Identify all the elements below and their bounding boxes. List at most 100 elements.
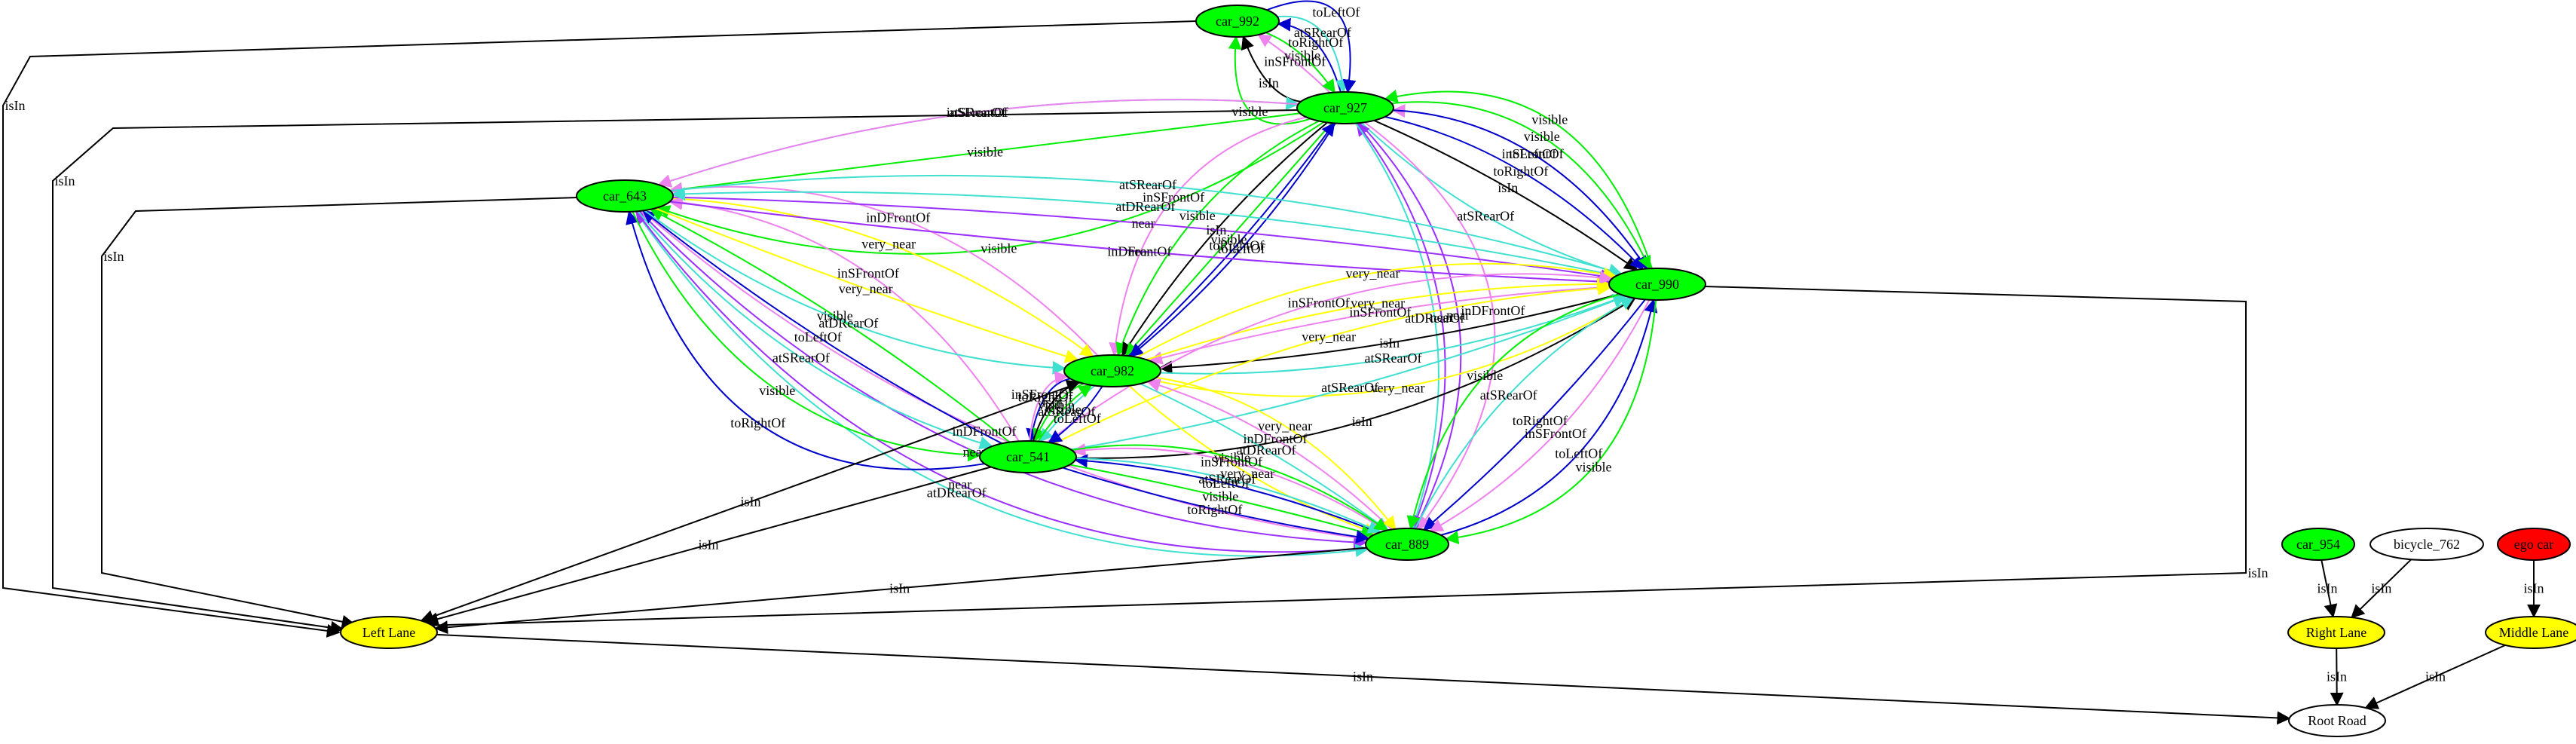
edge-label: isIn — [1042, 395, 1063, 410]
edge-label: visible — [1467, 368, 1503, 383]
edge-label: toLeftOf — [1202, 476, 1250, 491]
edge-car_927-toRightOf-car_990 — [1384, 115, 1644, 271]
edge-label: isIn — [2524, 581, 2544, 596]
edge-car_927-isIn-left_lane — [52, 109, 1299, 635]
edge-label: atDRearOf — [1115, 199, 1175, 214]
edge-label: isIn — [2327, 669, 2347, 684]
edge-car_992-visible-car_927 — [1265, 32, 1335, 93]
edge-label: inDFrontOf — [866, 210, 930, 225]
edge-car_982-atSRearOf-car_990 — [1160, 293, 1627, 375]
edge-left_lane-isIn-root_road — [436, 633, 2291, 725]
edge-label: inSFrontOf — [1525, 426, 1586, 441]
node-root-road[interactable]: Root Road — [2288, 704, 2386, 737]
node-car-990[interactable]: car_990 — [1608, 268, 1706, 301]
edge-label: near — [1132, 216, 1155, 231]
edge-label: isIn — [1353, 669, 1373, 684]
node-shape — [979, 440, 1077, 473]
edge-car_927-visible-car_990 — [1391, 101, 1651, 270]
node-shape — [1296, 91, 1394, 124]
edge-label: isIn — [1352, 414, 1372, 429]
edge-car_541-inSFrontOf-car_982 — [1029, 371, 1069, 442]
edge-label: toLeftOf — [1054, 411, 1101, 426]
edge-label: toLeftOf — [1509, 146, 1556, 161]
edge-car_541-toLeftOf-car_643 — [641, 210, 1002, 445]
edge-label: inSFrontOf — [1011, 387, 1073, 402]
edge-car_541-very_near-car_990 — [1054, 281, 1612, 445]
edge-label: toLeftOf — [1555, 446, 1602, 461]
node-car-954[interactable]: car_954 — [2281, 528, 2355, 561]
edge-car_643-very_near-car_982 — [672, 197, 1094, 357]
node-label: Root Road — [2308, 713, 2366, 728]
edge-label: visible — [1214, 450, 1250, 465]
edge-car_889-inSFrontOf-car_541 — [1072, 442, 1387, 531]
node-car-889[interactable]: car_889 — [1365, 528, 1449, 561]
node-label: car_927 — [1323, 100, 1367, 115]
node-label: Middle Lane — [2499, 625, 2568, 640]
node-middle-lane[interactable]: Middle Lane — [2485, 616, 2576, 649]
edge-car_990-isIn-left_lane — [421, 286, 2247, 632]
node-ego-car[interactable]: ego car — [2497, 528, 2571, 561]
edge-bicycle_762-isIn-right_lane — [2351, 559, 2412, 619]
node-shape — [340, 616, 438, 649]
edge-label: toLeftOf — [1218, 241, 1265, 256]
edge-label: atDRearOf — [927, 485, 987, 500]
edge-car_541-visible-car_643 — [649, 208, 1011, 443]
edge-label: visible — [1045, 402, 1081, 417]
edge-car_927-atSRearOf-car_990 — [1360, 122, 1623, 277]
edge-label: visible — [1284, 48, 1320, 63]
edge-label: atSRearOf — [1119, 177, 1176, 192]
edge-car_541-visible-car_889 — [1071, 444, 1388, 531]
edge-car_990-inSFrontOf-car_889 — [1429, 299, 1651, 532]
node-left-lane[interactable]: Left Lane — [340, 616, 438, 649]
node-label: car_643 — [603, 188, 647, 204]
edge-car_927-visible-car_982 — [1115, 120, 1320, 357]
node-label: Left Lane — [363, 625, 415, 640]
edge-car_541-toRightOf-car_643 — [626, 210, 985, 470]
edge-car_889-isIn-left_lane — [434, 547, 1367, 635]
edge-label: near — [1446, 308, 1470, 323]
edge-middle_lane-isIn-root_road — [2364, 644, 2506, 709]
edge-car_982-very_near-car_990 — [1152, 297, 1635, 397]
node-right-lane[interactable]: Right Lane — [2287, 616, 2385, 649]
node-bicycle-762[interactable]: bicycle_762 — [2369, 528, 2484, 561]
edge-label: visible — [1179, 208, 1216, 223]
edge-car_982-toLeftOf-car_541 — [1048, 385, 1103, 444]
node-car-541[interactable]: car_541 — [979, 440, 1077, 473]
node-label: car_992 — [1216, 14, 1259, 29]
edge-car_990-visible-car_889 — [1445, 299, 1657, 545]
edge-car_982-very_near-car_990 — [1146, 277, 1611, 361]
node-label: car_954 — [2296, 537, 2340, 552]
edge-car_982-inDFrontOf-car_643 — [668, 182, 1099, 357]
node-car-643[interactable]: car_643 — [576, 179, 674, 213]
edge-label: inSFrontOf — [947, 105, 1008, 120]
edge-label: visible — [981, 241, 1017, 256]
edge-label: inDFrontOf — [1461, 303, 1525, 318]
edge-label: atSRearOf — [1480, 387, 1537, 403]
edge-car_889-toLeftOf-car_990 — [1440, 299, 1658, 536]
node-car-982[interactable]: car_982 — [1063, 354, 1161, 387]
edge-car_927-inDFrontOf-car_889 — [1363, 121, 1496, 531]
edge-car_541-toRightOf-car_889 — [1062, 467, 1370, 543]
edge-car_927-inSFrontOf-car_982 — [1109, 116, 1307, 357]
edge-label: visible — [1211, 232, 1247, 247]
edge-label: toLeftOf — [794, 329, 842, 344]
node-shape — [2497, 528, 2571, 561]
edge-car_927-visible-car_643 — [656, 121, 1325, 255]
node-shape — [1195, 5, 1280, 38]
edge-car_889-near-car_643 — [635, 210, 1367, 553]
edge-car_990-inSFrontOf-car_927 — [1391, 104, 1648, 270]
edge-label: toRightOf — [730, 415, 785, 430]
edge-car_643-very_near-car_982 — [654, 207, 1079, 363]
edge-car_889-inDFrontOf-car_643 — [641, 210, 1369, 540]
edge-car_541-atSRearOf-car_889 — [1075, 457, 1382, 534]
edge-label: visible — [817, 308, 853, 323]
edge-label: inSFrontOf — [1502, 146, 1564, 161]
edge-label: very_near — [1346, 265, 1400, 280]
node-car-992[interactable]: car_992 — [1195, 5, 1280, 38]
edge-car_927-inSFrontOf-car_643 — [657, 99, 1299, 188]
node-car-927[interactable]: car_927 — [1296, 91, 1394, 124]
edge-car_990-visible-car_927 — [1384, 89, 1653, 269]
edge-car_889-toLeftOf-car_541 — [1073, 454, 1379, 534]
